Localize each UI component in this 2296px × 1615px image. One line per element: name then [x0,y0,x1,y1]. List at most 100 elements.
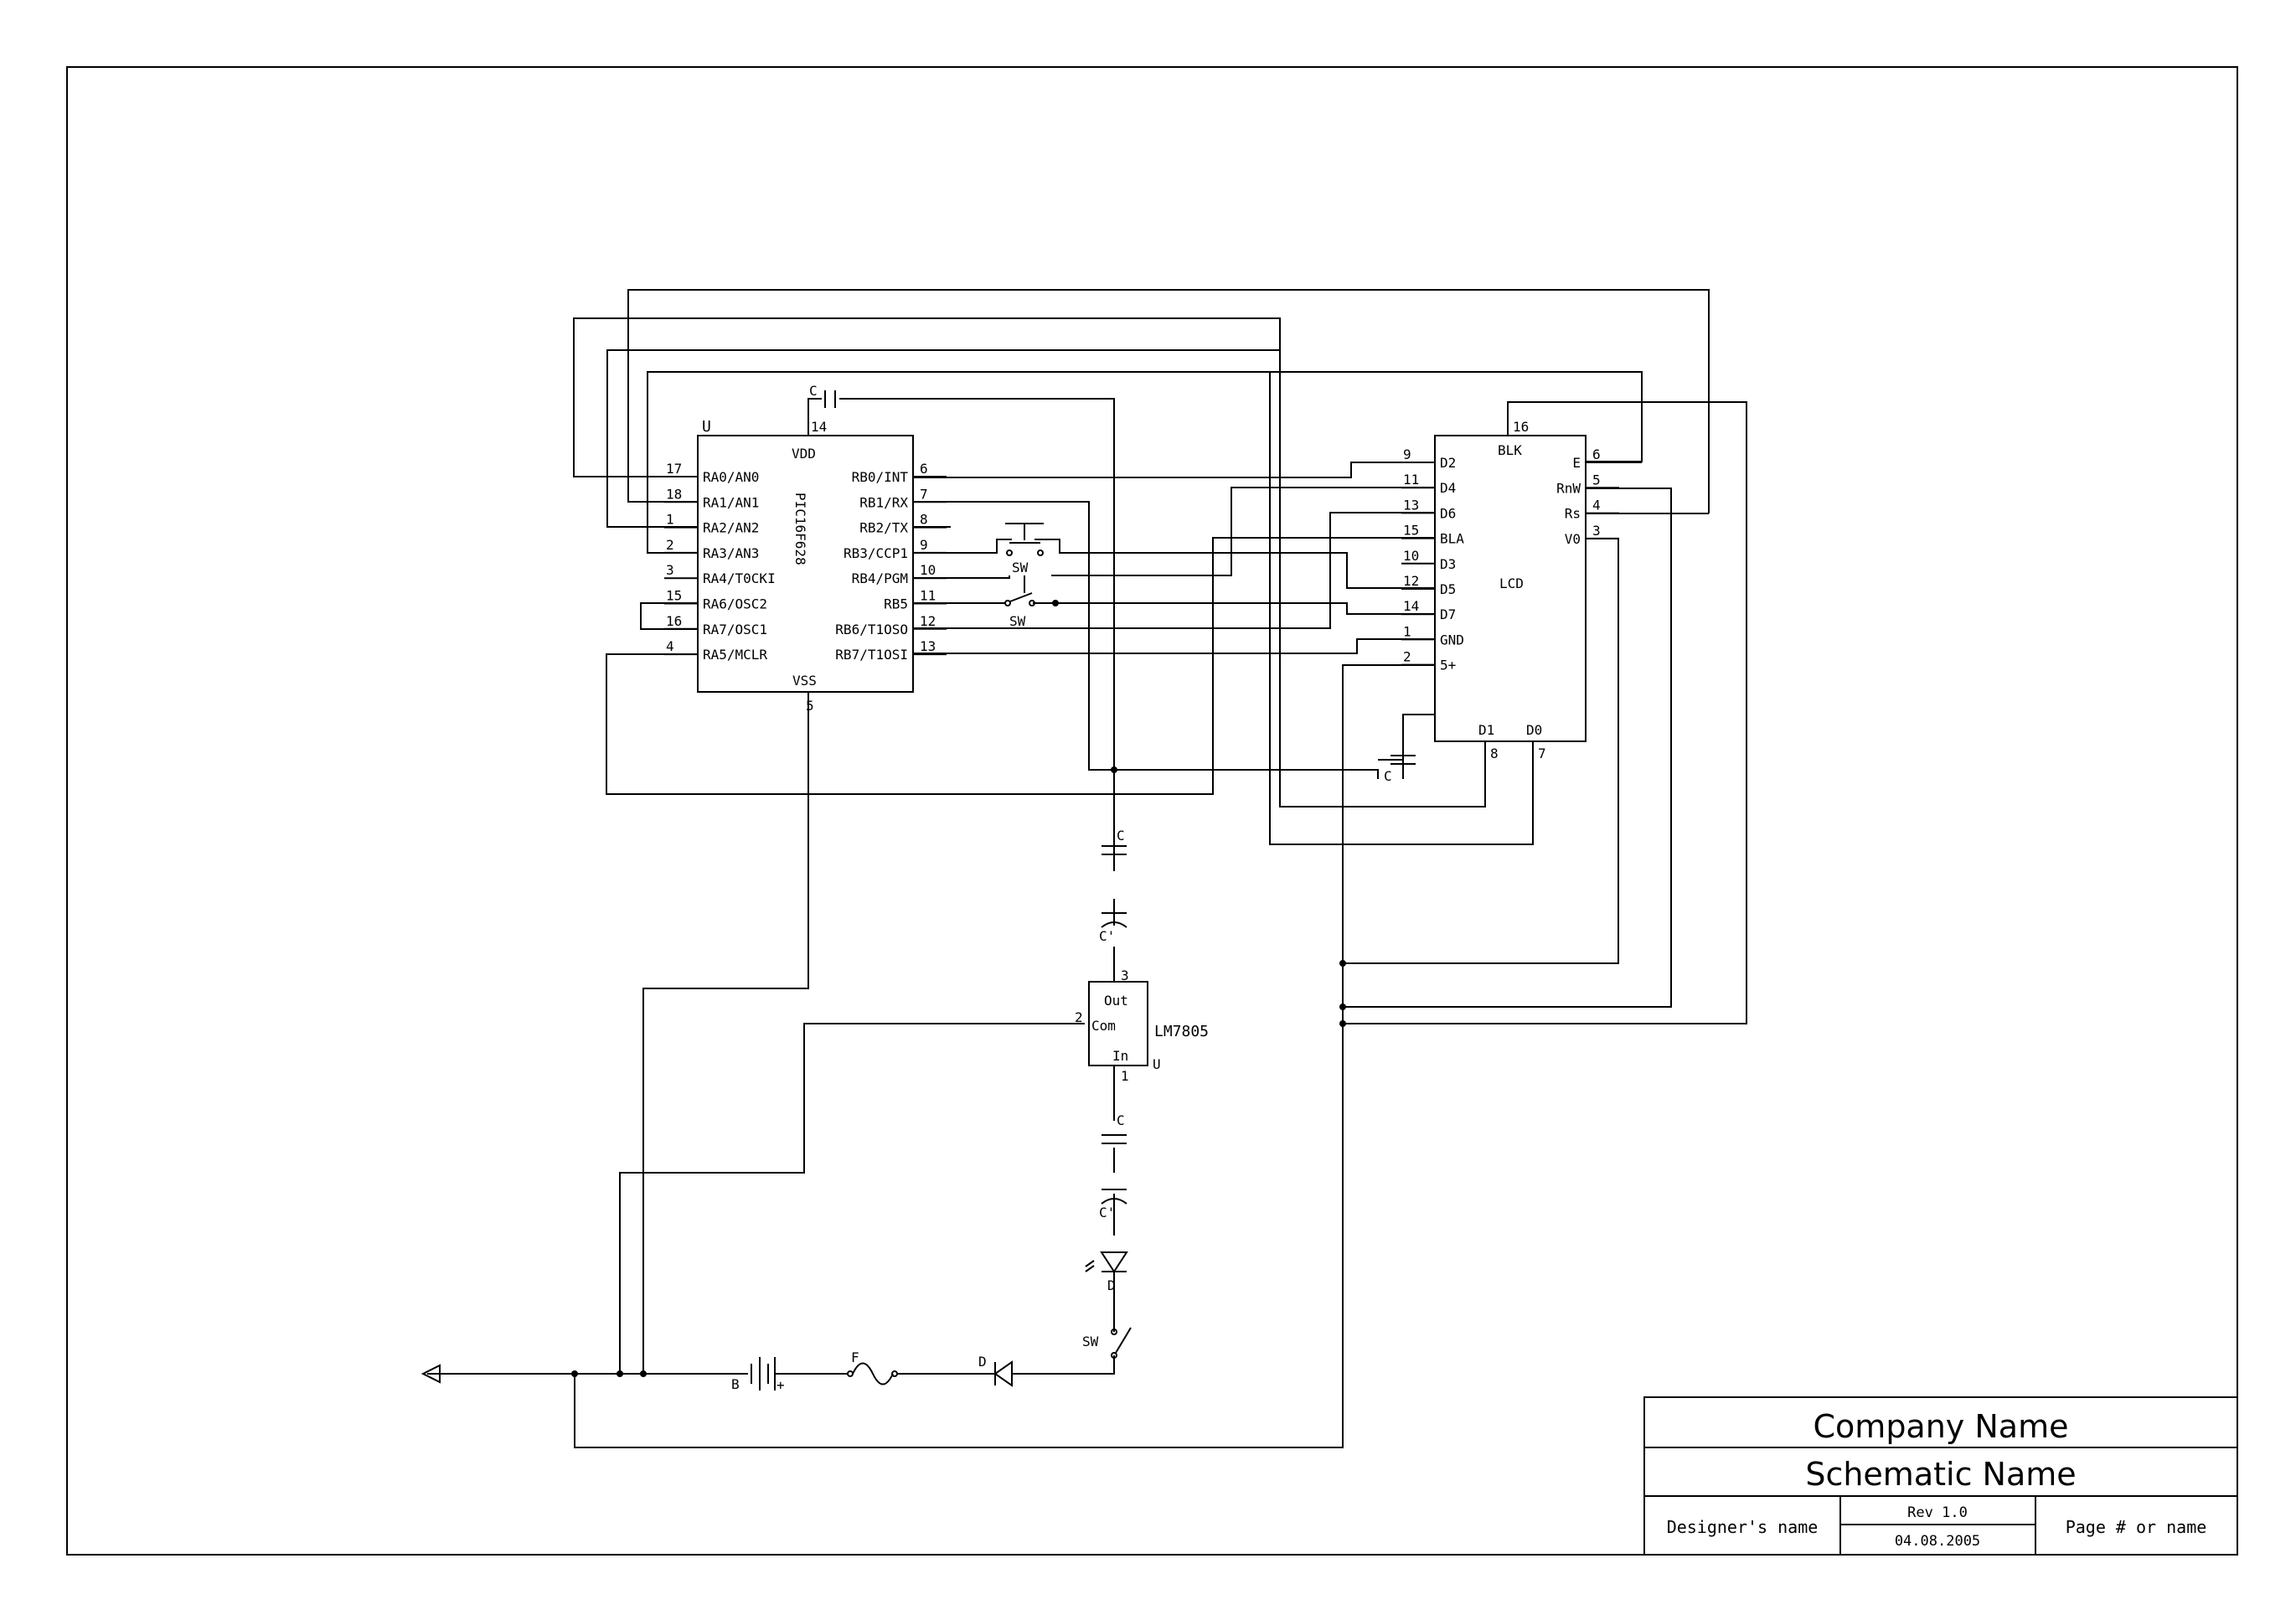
lcd-left-pin-number: 10 [1403,548,1419,564]
sheet-border [66,66,2238,1556]
mcu-left-pin-name: RA4/T0CKI [703,570,776,586]
mcu-vdd-label: VDD [792,446,816,462]
mcu-right-pin-name: RB7/T1OSI [835,647,908,663]
lcd-left-pin-number: 2 [1403,649,1411,665]
led-label: D [1107,1277,1116,1293]
mcu-right-pin-number: 8 [920,512,928,528]
mcu-right-pin-name: RB4/PGM [852,570,908,586]
lcd-left-pin-number: 13 [1403,497,1419,513]
lcd-bottom-pin-number: 7 [1538,746,1546,761]
mcu-right-pin-number: 11 [920,588,936,604]
mcu-vss-label: VSS [792,673,817,689]
mcu-left-pin-name: RA5/MCLR [703,647,767,663]
capacitor-lcd [1390,755,1416,765]
title-schematic: Schematic Name [1805,1456,2076,1493]
lcd-left-pin-name: GND [1440,632,1464,648]
regulator-out-pin: 3 [1121,967,1129,983]
wires [427,289,1747,1448]
lcd-right-pin-name: V0 [1565,531,1581,547]
title-company: Company Name [1814,1408,2069,1445]
lcd-module: LCD BLK 16 9D211D413D615BLA10D312D514D71… [1401,419,1619,761]
lcd-left-pin-number: 11 [1403,472,1419,488]
lcd-right-pin-name: RnW [1556,480,1581,496]
mcu-body [697,435,914,693]
mcu-right-pin-name: RB6/T1OSO [835,622,908,637]
capacitor-in-2-label: C' [1099,1205,1115,1220]
mcu-part: PIC16F628 [792,493,808,565]
mcu-left-pin-name: RA6/OSC2 [703,596,767,612]
lcd-left-pin-name: D5 [1440,581,1456,597]
capacitor-lcd-label: C [1384,768,1392,784]
diode-label: D [978,1354,987,1370]
lcd-left-pin-name: D3 [1440,556,1456,572]
lcd-bottom-pin-number: 8 [1490,746,1499,761]
capacitor-out-1 [1102,845,1127,855]
capacitor-out-1-label: C [1117,828,1125,844]
lcd-left-pin-number: 12 [1403,573,1419,589]
mcu-left-pin-number: 17 [666,461,682,477]
mcu-right-pin-name: RB0/INT [852,469,909,485]
mcu-left-pin-number: 4 [666,638,674,654]
mcu-vdd-pin: 14 [811,419,827,435]
mcu-left-pin-name: RA7/OSC1 [703,622,767,637]
mcu-right-pin-number: 7 [920,486,928,502]
mcu-left-pin-number: 3 [666,562,674,578]
mcu-left-pin-name: RA1/AN1 [703,494,759,510]
lcd-left-pin-number: 9 [1403,446,1411,462]
lcd-right-pin-number: 4 [1592,498,1601,513]
regulator-ref: U [1153,1056,1161,1072]
switch-1: SW [1005,523,1044,575]
mcu-left-pin-number: 15 [666,588,682,604]
mcu-right-pin-number: 12 [920,613,936,629]
mcu-left-pin-number: 16 [666,613,682,629]
ground-terminal-icon [421,1364,441,1384]
mcu-left-pin-number: 18 [666,486,682,502]
mcu-left-pin-number: 1 [666,512,674,528]
lcd-right-pin-number: 5 [1592,472,1601,488]
regulator-com-pin: 2 [1075,1009,1083,1025]
mcu-right-pin-name: RB5 [884,596,908,612]
battery-icon [751,1357,776,1391]
lcd-blk-pin: 16 [1513,419,1529,435]
fuse-label: F [851,1349,859,1365]
lcd-left-pin-number: 1 [1403,623,1411,639]
lcd-left-pin-name: 5+ [1440,658,1456,673]
lcd-left-pin-name: D7 [1440,606,1456,622]
lcd-blk-label: BLK [1498,442,1522,458]
title-date: 04.08.2005 [1895,1533,1980,1550]
capacitor-in-1 [1102,1134,1127,1144]
regulator-lm7805: Out Com In LM7805 U 3 2 1 [1075,967,1209,1084]
mcu-right-pin-number: 9 [920,537,928,553]
power-switch-icon [1111,1327,1132,1359]
lcd-right-pin-name: Rs [1565,506,1581,522]
lcd-bottom-pin-name: D0 [1526,722,1542,738]
title-designer: Designer's name [1667,1517,1819,1537]
lcd-left-pin-name: D4 [1440,480,1456,496]
title-page: Page # or name [2066,1517,2207,1537]
regulator-com: Com [1091,1018,1116,1034]
mcu-left-pin-name: RA0/AN0 [703,469,759,485]
led-icon [1085,1251,1128,1273]
mcu-right-pins: 6RB0/INT7RB1/RX8RB2/TX9RB3/CCP110RB4/PGM… [835,461,947,663]
lcd-right-pin-name: E [1572,455,1581,471]
mcu-left-pin-name: RA2/AN2 [703,520,759,536]
mcu-left-pin-name: RA3/AN3 [703,545,759,561]
switch-1-label: SW [1012,560,1029,575]
capacitor-in-2 [1101,1189,1127,1205]
capacitor-top-label: C [809,383,818,399]
lcd-right-pin-number: 3 [1592,523,1601,539]
regulator-out: Out [1104,993,1128,1009]
mcu-right-pin-name: RB1/RX [859,494,908,510]
diode-icon [993,1360,1013,1387]
lcd-left-pin-name: BLA [1440,531,1464,547]
lcd-left-pin-number: 15 [1403,523,1419,539]
mcu-right-pin-number: 10 [920,562,936,578]
title-revision: Rev 1.0 [1907,1504,1968,1521]
capacitor-out-2-label: C' [1099,928,1115,944]
mcu-left-pin-number: 2 [666,537,674,553]
